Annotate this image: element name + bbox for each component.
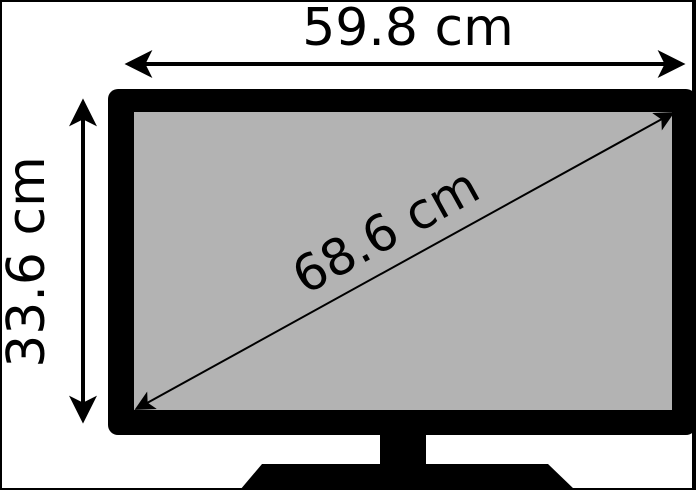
tv-stand-base [240, 464, 575, 490]
width-label: 59.8 cm [302, 0, 514, 58]
diagonal-arrow [134, 112, 675, 410]
tv-stand-neck [380, 430, 426, 464]
height-label: 33.6 cm [0, 156, 57, 368]
